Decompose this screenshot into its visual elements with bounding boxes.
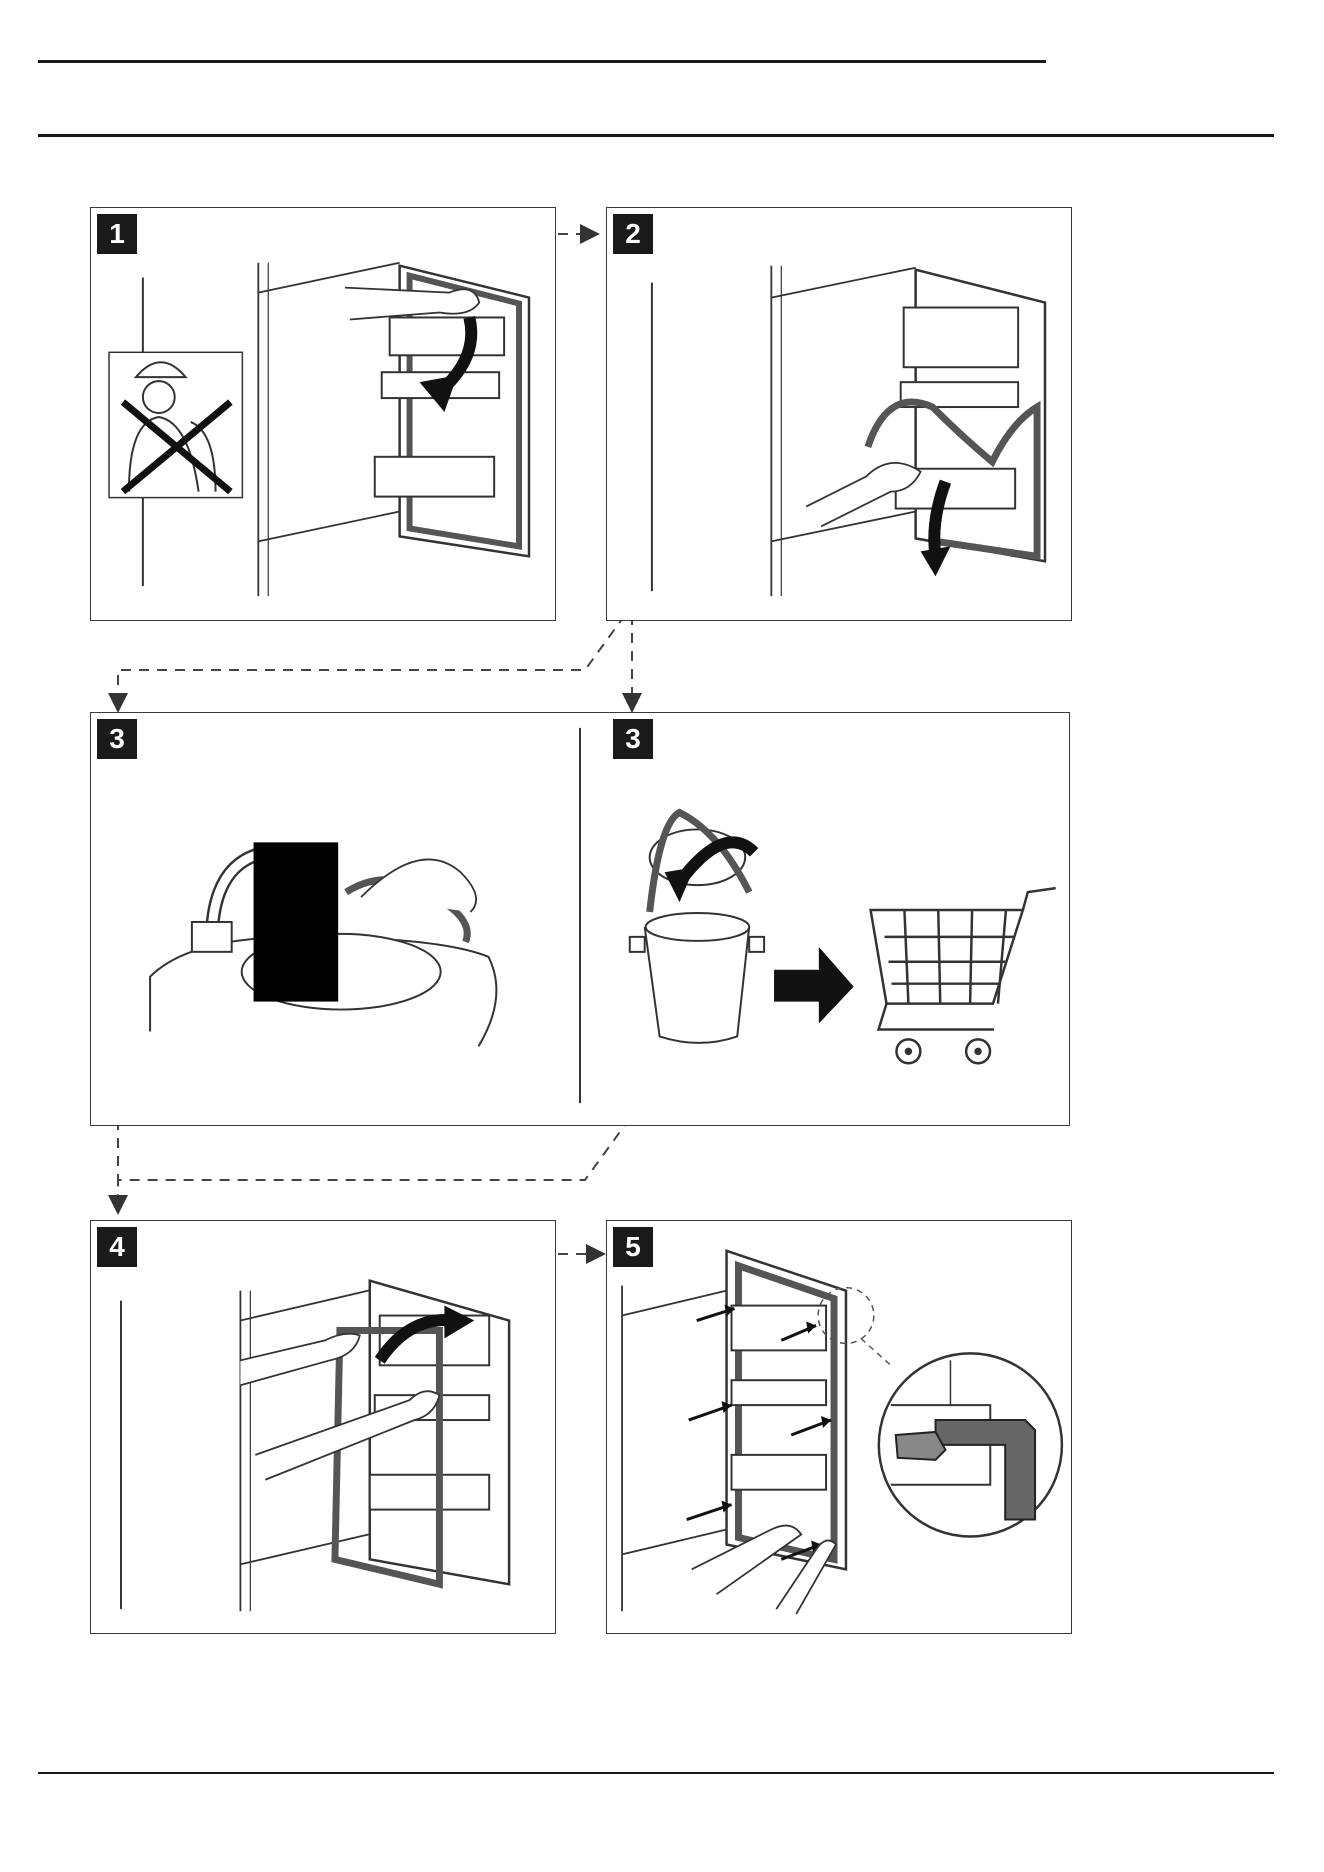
gasket-press-icon xyxy=(607,1221,1071,1633)
magnifier-detail-icon xyxy=(818,1288,1062,1537)
step-3-panel: 3 3 xyxy=(90,712,1070,1126)
trash-bin-icon xyxy=(630,813,764,1043)
arrow-right-icon xyxy=(774,947,854,1024)
step-2-panel: 2 xyxy=(606,207,1072,621)
step-4-panel: 4 xyxy=(90,1220,556,1634)
gasket-install-icon xyxy=(91,1221,555,1633)
footer-rule xyxy=(38,1772,1274,1774)
shopping-cart-icon xyxy=(871,888,1056,1063)
step-5-panel: 5 xyxy=(606,1220,1072,1634)
step-3-illustrations xyxy=(91,713,1069,1125)
step-1-panel: 1 xyxy=(90,207,556,621)
gasket-removal-icon xyxy=(91,208,555,620)
no-tools-person-icon xyxy=(109,352,242,497)
faucet-wash-icon xyxy=(150,842,496,1046)
gasket-removal-icon xyxy=(607,208,1071,620)
